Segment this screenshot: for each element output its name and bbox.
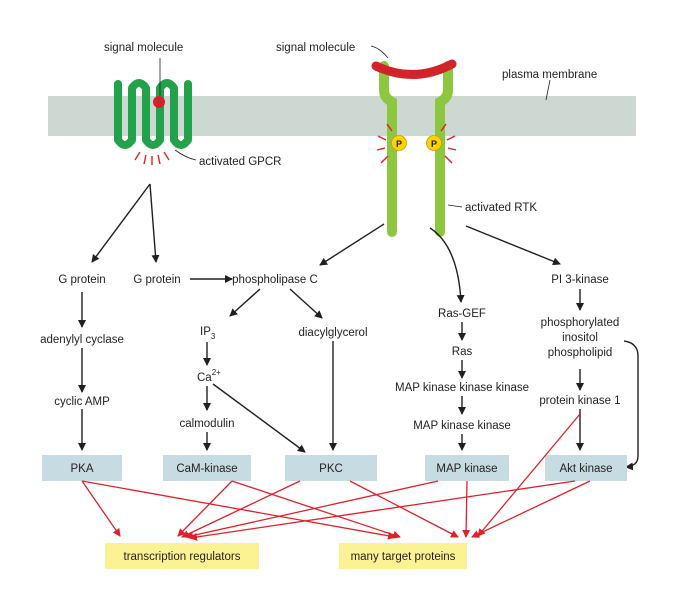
plasma-membrane <box>48 96 636 136</box>
label-pkc: PKC <box>319 463 343 475</box>
node-ras: Ras <box>452 346 473 358</box>
phospho-circle-right <box>426 135 442 151</box>
node-adenylyl-cyclase: adenylyl cyclase <box>40 334 124 346</box>
box-map-kinase <box>425 455 509 481</box>
label-map-kinase: MAP kinase <box>436 463 497 475</box>
phospho-circle-left <box>391 135 407 151</box>
ip3-main: IP <box>200 326 211 338</box>
node-protein-kinase-1: protein kinase 1 <box>539 395 620 407</box>
node-ras-gef: Ras-GEF <box>438 308 486 320</box>
label-activated-rtk: activated RTK <box>465 202 537 214</box>
box-many-target-proteins <box>339 543 467 569</box>
leader-signal-right <box>370 45 389 59</box>
label-many-target-proteins: many target proteins <box>351 551 456 563</box>
node-calmodulin: calmodulin <box>180 418 235 430</box>
rtk-ligand <box>371 59 457 79</box>
ip3-subscript: 3 <box>211 332 216 341</box>
leader-membrane <box>545 79 551 101</box>
gpcr-receptor <box>114 79 192 165</box>
output-arrows <box>81 413 591 541</box>
ca-main: Ca <box>197 372 212 384</box>
label-pka: PKA <box>70 463 93 475</box>
node-pi3-kinase: PI 3-kinase <box>551 274 609 286</box>
leader-gpcr <box>174 149 197 161</box>
phospho-label-right: P <box>431 139 437 149</box>
kinase-boxes <box>42 455 627 481</box>
node-cyclic-amp: cyclic AMP <box>54 396 110 408</box>
label-activated-gpcr: activated GPCR <box>199 156 281 168</box>
label-signal-molecule-left: signal molecule <box>104 42 183 54</box>
box-transcription-regulators <box>105 543 259 569</box>
node-ip3: IP3 <box>200 326 216 341</box>
pathway-arrows <box>78 183 639 471</box>
node-ca2plus: Ca2+ <box>197 368 221 384</box>
output-boxes <box>105 543 467 569</box>
label-plasma-membrane: plasma membrane <box>502 69 597 81</box>
node-diacylglycerol: diacylglycerol <box>298 327 367 339</box>
node-mapkkk: MAP kinase kinase kinase <box>395 382 529 394</box>
node-phosphorylated-line2: inositol <box>562 332 598 344</box>
box-labels: PKA CaM-kinase PKC MAP kinase Akt kinase… <box>70 463 612 563</box>
node-phospholipase-c: phospholipase C <box>232 274 318 286</box>
box-pkc <box>285 455 377 481</box>
ca-superscript: 2+ <box>212 368 221 377</box>
label-signal-molecule-right: signal molecule <box>276 42 355 54</box>
label-cam-kinase: CaM-kinase <box>176 463 237 475</box>
gpcr-ligand <box>153 96 165 108</box>
rtk-activation-burst <box>376 123 457 164</box>
label-akt-kinase: Akt kinase <box>559 463 612 475</box>
gpcr-activation-burst <box>134 151 170 165</box>
rtk-receptor-dimer <box>371 59 457 237</box>
leader-rtk <box>447 204 463 208</box>
node-phosphorylated-line3: phospholipid <box>548 347 613 359</box>
pathway-nodes: G protein G protein phospholipase C aden… <box>40 274 620 432</box>
node-mapkk: MAP kinase kinase <box>413 420 511 432</box>
box-pka <box>42 455 122 481</box>
node-g-protein-1: G protein <box>58 274 105 286</box>
box-akt-kinase <box>545 455 627 481</box>
labels: signal molecule signal molecule plasma m… <box>104 42 597 214</box>
node-phosphorylated-line1: phosphorylated <box>541 317 620 329</box>
label-transcription-regulators: transcription regulators <box>124 551 241 563</box>
node-g-protein-2: G protein <box>133 274 180 286</box>
phospho-label-left: P <box>396 139 402 149</box>
box-cam-kinase <box>163 455 251 481</box>
